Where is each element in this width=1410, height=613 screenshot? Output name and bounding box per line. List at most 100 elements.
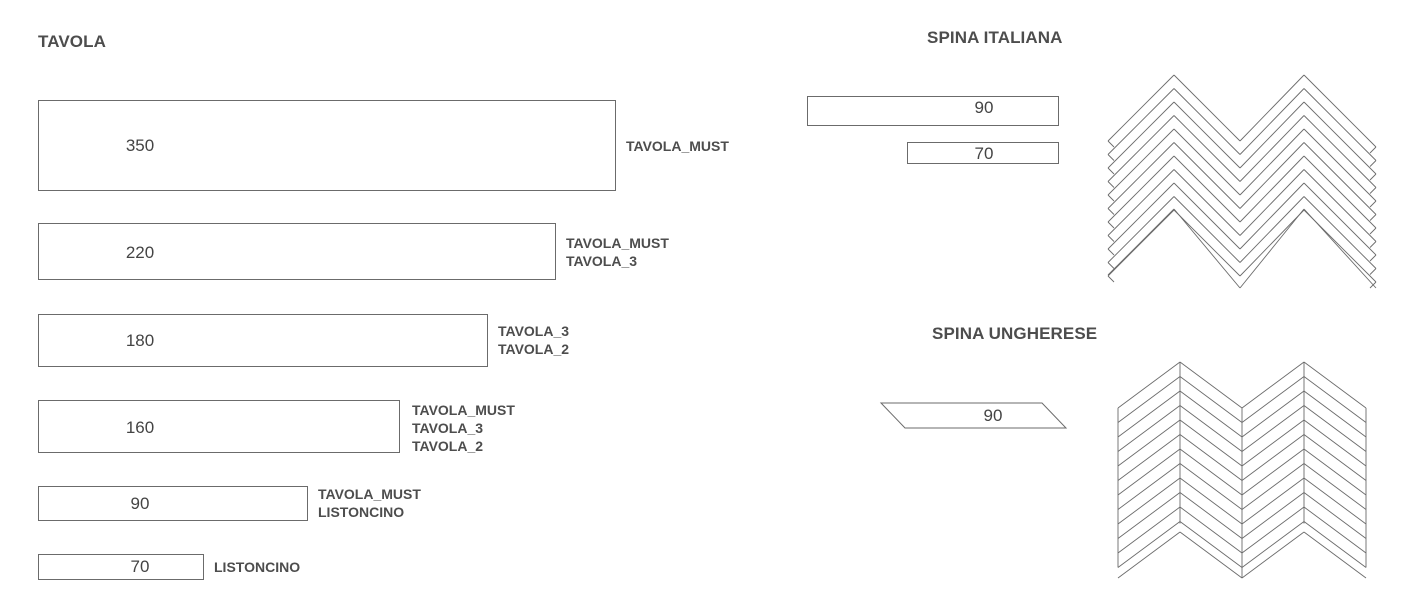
plank-label: TAVOLA_MUST [626,138,729,154]
pattern-line [1369,173,1377,181]
pattern-line [1107,154,1115,161]
pattern-line [1241,521,1305,568]
pattern-line [1303,434,1367,481]
pattern-line [1173,209,1241,277]
pattern-line [1239,74,1305,142]
pattern-line [1303,74,1377,148]
pattern-line [1179,506,1243,554]
pattern-line [1241,405,1305,452]
plank-labels: TAVOLA_MUST [626,137,729,155]
pattern-line [1107,155,1175,223]
pattern-line [1369,160,1377,167]
plank-label: TAVOLA_2 [412,438,484,454]
plank-label: TAVOLA_3 [498,323,570,339]
plank-label: LISTONCINO [318,504,405,520]
pattern-line [1107,196,1175,263]
pattern-line [1107,248,1115,256]
pattern-line [1303,521,1367,568]
pattern-line [1117,419,1181,467]
pattern-line [1239,155,1305,223]
pattern-line [1173,155,1241,223]
pattern-line [1303,142,1377,215]
plank-rect [38,100,616,191]
pattern-line [1173,182,1241,250]
pattern-line [1241,419,1305,467]
pattern-line [1239,169,1305,236]
pattern-line [1369,254,1377,262]
pattern-line [1239,115,1305,182]
pattern-line [1179,361,1243,409]
pattern-line [1107,275,1115,283]
plank-label: TAVOLA_MUST [412,402,515,418]
plank-labels: TAVOLA_MUST TAVOLA_3 [566,234,669,270]
pattern-line [1107,101,1175,169]
plank-label: TAVOLA_3 [566,253,638,269]
plank-rect [807,96,1059,126]
spina-italiana-title: SPINA ITALIANA [927,28,1063,47]
pattern-line [1369,241,1377,248]
plank-label: LISTONCINO [214,559,301,575]
plank-rect [38,400,400,453]
pattern-line [1303,208,1377,289]
pattern-line [1179,492,1243,539]
pattern-line [1179,448,1243,496]
plank-labels: TAVOLA_3 TAVOLA_2 [498,322,569,358]
plank-rect [38,223,556,280]
pattern-line [1117,506,1181,554]
pattern-line [1303,169,1377,242]
pattern-line [1107,208,1175,276]
pattern-line [1173,101,1241,169]
pattern-line [1303,182,1377,256]
pattern-line [1107,182,1175,250]
pattern-line [1303,419,1367,467]
pattern-line [1241,361,1305,409]
pattern-line [1179,419,1243,467]
pattern-line [1241,448,1305,496]
pattern-line [1117,477,1181,525]
pattern-line [1241,376,1305,423]
pattern-line [1239,128,1305,196]
pattern-line [1117,361,1181,409]
pattern-line [1241,506,1305,554]
pattern-line [1173,128,1241,196]
pattern-line [1173,169,1241,236]
pattern-line [1107,167,1115,175]
plank-labels: TAVOLA_MUST TAVOLA_3 TAVOLA_2 [412,401,515,455]
plank-rect [38,314,488,367]
pattern-line [1107,169,1175,236]
pattern-line [1241,492,1305,539]
pattern-line [1303,115,1377,188]
pattern-line [1303,128,1377,202]
pattern-line [1107,88,1175,155]
pattern-line [1241,477,1305,525]
pattern-line [1117,390,1181,438]
pattern-line [1239,88,1305,155]
pattern-line [1179,463,1243,510]
pattern-line [1173,88,1241,155]
pattern-line [1369,200,1377,208]
pattern-line [1303,492,1367,539]
plank-labels: TAVOLA_MUST LISTONCINO [318,485,421,521]
pattern-line [1303,448,1367,496]
pattern-line [1173,115,1241,182]
pattern-line [1179,531,1243,579]
spina-ungherese-title: SPINA UNGHERESE [932,324,1098,343]
pattern-line [1303,506,1367,554]
pattern-line [1107,194,1115,202]
pattern-line [1179,405,1243,452]
pattern-line [1107,208,1115,215]
pattern-line [1303,376,1367,423]
pattern-line [1107,142,1175,209]
pattern-line [1303,101,1377,175]
pattern-line [1117,521,1181,568]
pattern-line [1173,208,1241,289]
pattern-line [1107,221,1115,229]
pattern-line [1107,74,1175,142]
pattern-line [1179,477,1243,525]
pattern-line [1117,463,1181,510]
pattern-line [1241,434,1305,481]
pattern-line [1107,209,1175,277]
